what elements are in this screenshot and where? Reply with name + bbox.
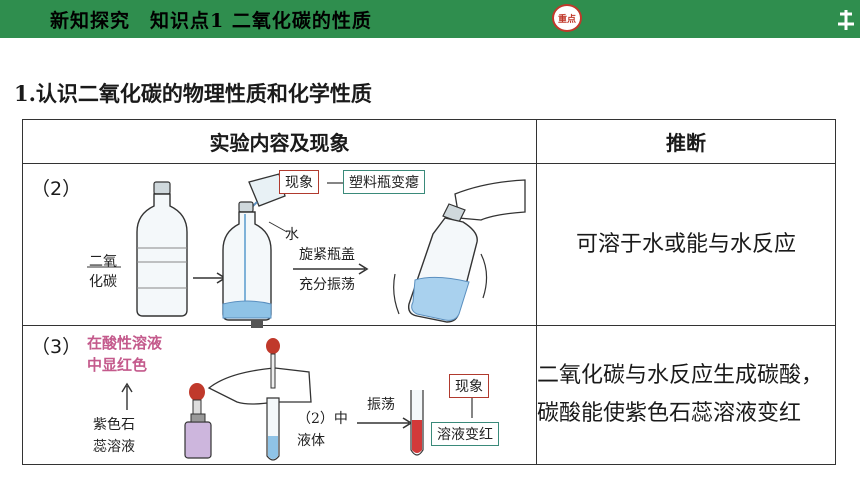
- experiment-table: 实验内容及现象 推断 （2） 二氧 化碳: [22, 119, 836, 465]
- column-header-content: 实验内容及现象: [22, 119, 537, 164]
- acid-color-note: 在酸性溶液 中显红色: [87, 334, 163, 374]
- experiment-cell-2: （2） 二氧 化碳: [22, 163, 537, 328]
- row-number: （3）: [31, 336, 82, 358]
- inference-cell-3: 二氧化碳与水反应生成碳酸，碳酸能使紫色石蕊溶液变红: [536, 325, 836, 465]
- water-label: 水: [285, 227, 299, 243]
- connector-line: [471, 398, 473, 418]
- experiment-cell-3: （3） 在酸性溶液 中显红色 紫色石 蕊溶液: [22, 325, 537, 465]
- key-point-badge: 重点: [552, 4, 582, 32]
- hand-shaking-bottle-icon: [393, 179, 526, 323]
- header-title: 新知探究 知识点1 二氧化碳的性质: [50, 10, 372, 32]
- water-pouring-bottle-icon: [222, 173, 286, 321]
- section-heading: 1.认识二氧化碳的物理性质和化学性质: [14, 81, 372, 106]
- step2-liquid-label: （2）中 液体: [297, 411, 348, 449]
- hand-dropper-bottle-icon: [184, 367, 312, 459]
- co2-bottle-icon: [136, 181, 188, 317]
- bottle-cap-icon: [251, 320, 263, 328]
- step-tighten-cap: 旋紧瓶盖: [299, 247, 355, 263]
- row-number: （2）: [31, 178, 82, 200]
- connector-line: [327, 182, 343, 184]
- dropper-icon: [266, 338, 280, 461]
- shake-label: 振荡: [367, 397, 395, 413]
- inference-cell-2: 可溶于水或能与水反应: [536, 163, 836, 326]
- observation-text: 溶液变红: [431, 422, 499, 446]
- gas-pointer: [87, 266, 121, 268]
- header-bar: 新知探究 知识点1 二氧化碳的性质 重点: [0, 0, 860, 38]
- corner-logo-icon: [826, 0, 860, 38]
- badge-label: 重点: [557, 14, 576, 25]
- indicator-label: 紫色石 蕊溶液: [93, 417, 135, 455]
- observation-tag: 现象: [449, 374, 489, 398]
- step-shake: 充分振荡: [299, 277, 355, 293]
- column-header-inference: 推断: [536, 119, 836, 164]
- water-pointer: [268, 221, 288, 233]
- arrow-up-icon: [121, 382, 133, 410]
- gas-label: 二氧 化碳: [89, 254, 117, 290]
- observation-tag: 现象: [279, 170, 319, 194]
- table-row: （2） 二氧 化碳: [22, 163, 836, 328]
- table-row: （3） 在酸性溶液 中显红色 紫色石 蕊溶液: [22, 325, 836, 465]
- arrow-right-icon: [293, 263, 369, 275]
- test-tube-red-icon: [410, 390, 424, 456]
- observation-text: 塑料瓶变瘪: [343, 170, 425, 194]
